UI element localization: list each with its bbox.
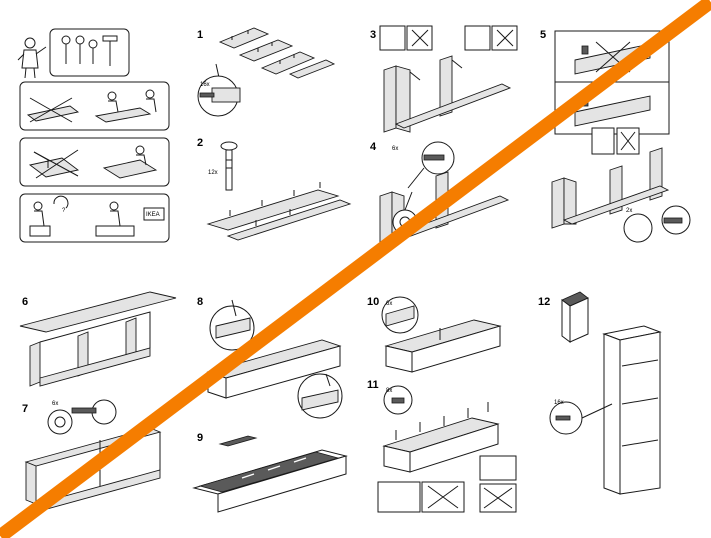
step-12: 12 16x — [538, 291, 662, 495]
step-7: 7 6x — [22, 399, 162, 513]
cam-bolt-head — [220, 141, 238, 151]
step-9: 9 — [192, 432, 348, 513]
quantity-label: 6x — [52, 401, 58, 407]
step-number: 2 — [197, 137, 203, 149]
quantity-label: 6x — [392, 146, 398, 152]
step-number: 10 — [367, 296, 379, 308]
step-number: 1 — [197, 29, 203, 41]
step-4: 4 6x — [370, 141, 510, 245]
step-number: 5 — [540, 29, 546, 41]
step-number: 6 — [22, 296, 28, 308]
intro-panel-help: ? IKEA — [19, 193, 170, 243]
step-1: 1 16x — [197, 27, 336, 117]
back-panel-roll-icon — [218, 435, 258, 447]
step-number: 11 — [367, 379, 379, 391]
step-10: 10 6x — [367, 296, 502, 373]
step-number: 7 — [22, 403, 28, 415]
intro-panel-floor-protection — [19, 81, 170, 131]
step-number: 8 — [197, 296, 203, 308]
step-number: 9 — [197, 432, 203, 444]
quantity-label: 16x — [200, 82, 210, 88]
intro-panel-carpet — [19, 137, 170, 187]
quantity-label: 8x — [386, 388, 392, 394]
dowel-icon — [199, 92, 215, 98]
cam-lock-icon — [54, 416, 66, 428]
shelf-pin-icon — [555, 415, 571, 421]
quantity-label: 6x — [386, 301, 392, 307]
tools-icon — [61, 35, 118, 66]
ikea-call-label: IKEA — [146, 212, 160, 218]
help-mark: ? — [62, 208, 66, 214]
step-2: 2 12x — [197, 137, 352, 241]
step-number: 3 — [370, 29, 376, 41]
step-11: 11 8x — [367, 379, 517, 513]
intro-panel-tools — [17, 28, 130, 79]
quantity-label: 12x — [208, 170, 218, 176]
step-number: 12 — [538, 296, 550, 308]
step-number: 4 — [370, 141, 377, 153]
step-5: 5 2x — [540, 29, 691, 243]
step-8: 8 — [197, 296, 343, 419]
detail-ok — [379, 25, 406, 51]
step-6: 6 — [19, 291, 177, 387]
step-3: 3 — [370, 25, 518, 133]
quantity-label: 2x — [626, 208, 632, 214]
quantity-label: 16x — [554, 400, 564, 406]
cam-bolt-icon — [225, 149, 233, 191]
